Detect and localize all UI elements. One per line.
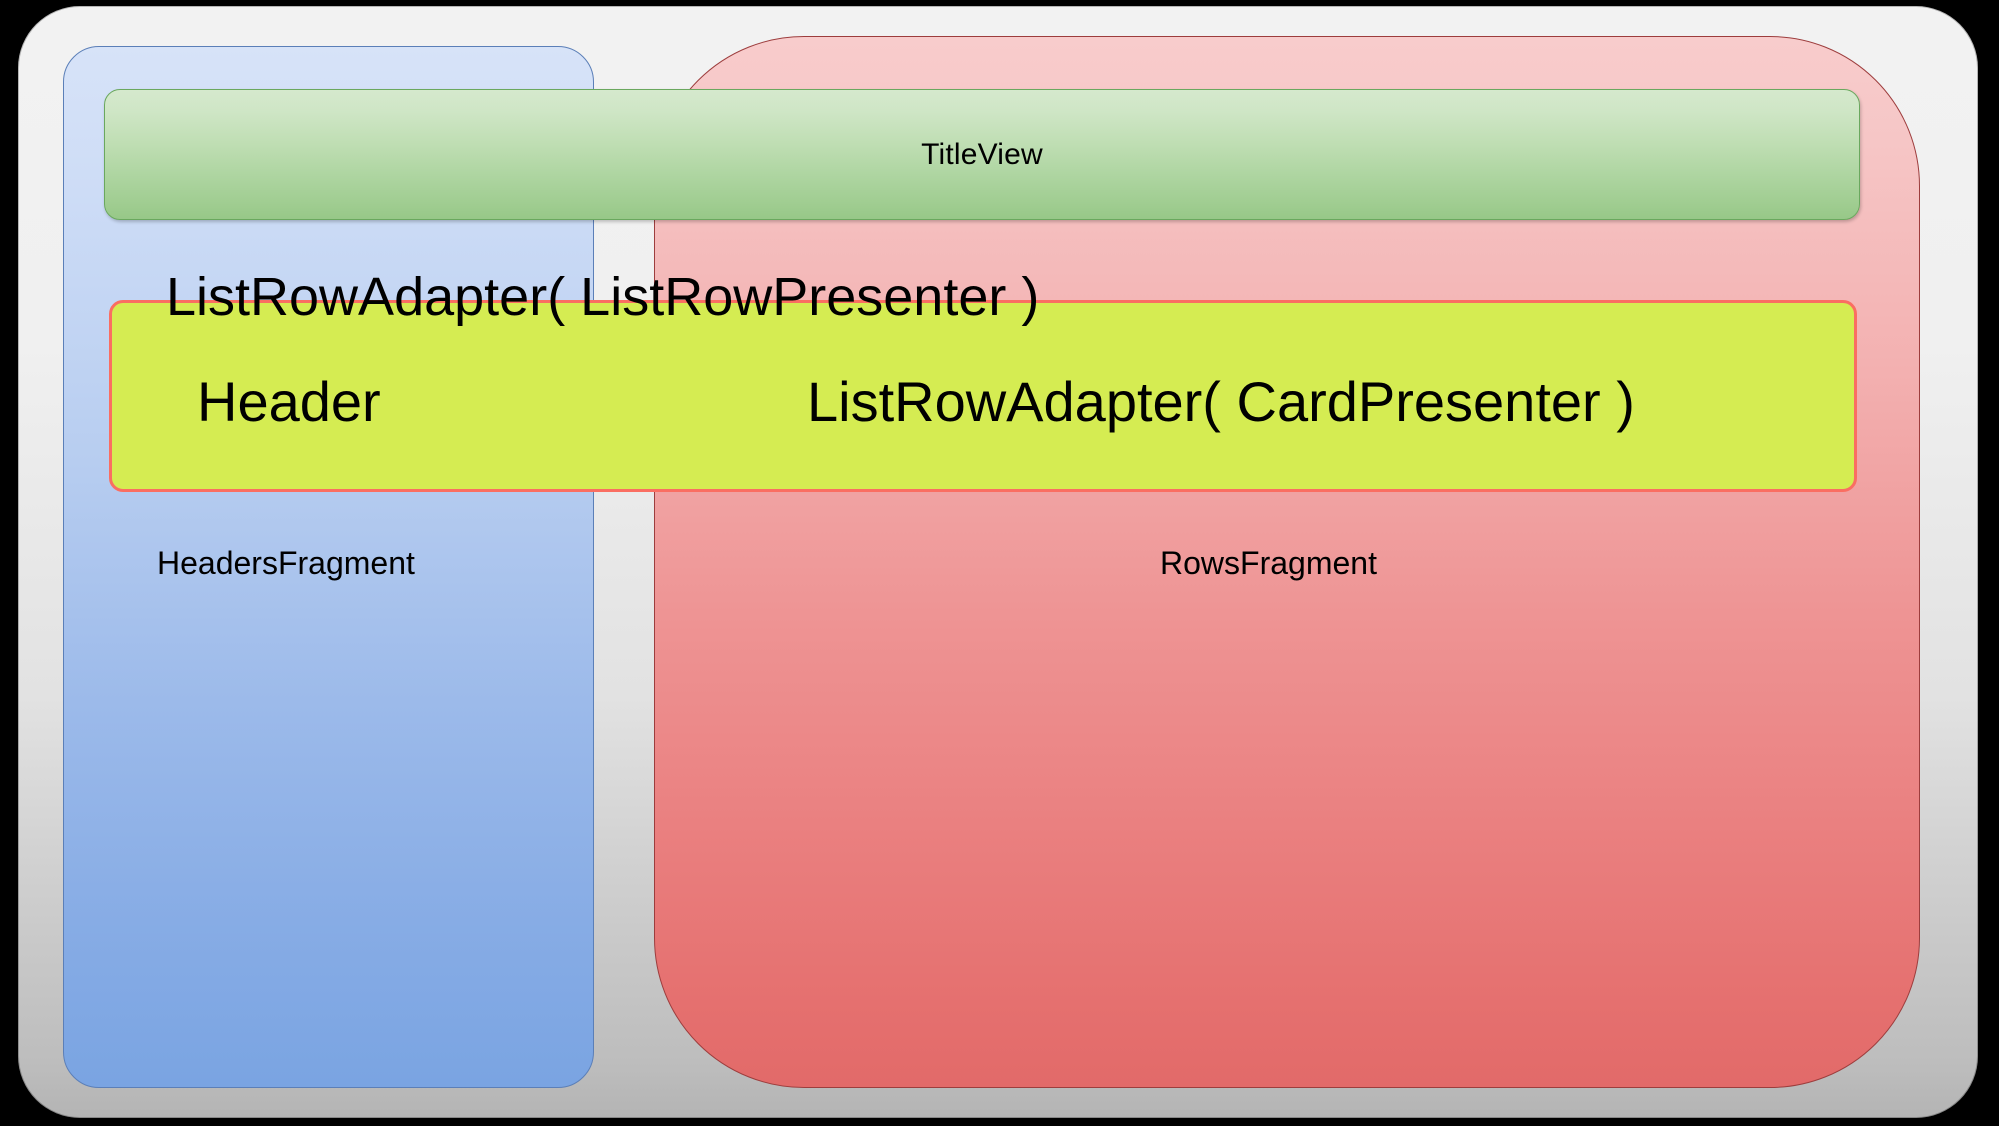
header-label: Header (197, 370, 381, 433)
title-view-label: TitleView (921, 137, 1043, 171)
title-view-bar: TitleView (104, 89, 1860, 220)
list-row-adapter-card-presenter-label: ListRowAdapter( CardPresenter ) (807, 370, 1635, 433)
outer-shell-container: TitleView ListRowAdapter( ListRowPresent… (18, 6, 1978, 1118)
rows-fragment-label: RowsFragment (1160, 545, 1377, 581)
list-row-adapter-presenter-label: ListRowAdapter( ListRowPresenter ) (166, 267, 1040, 327)
headers-fragment-label: HeadersFragment (157, 545, 415, 581)
list-row-adapter-box (109, 300, 1857, 492)
